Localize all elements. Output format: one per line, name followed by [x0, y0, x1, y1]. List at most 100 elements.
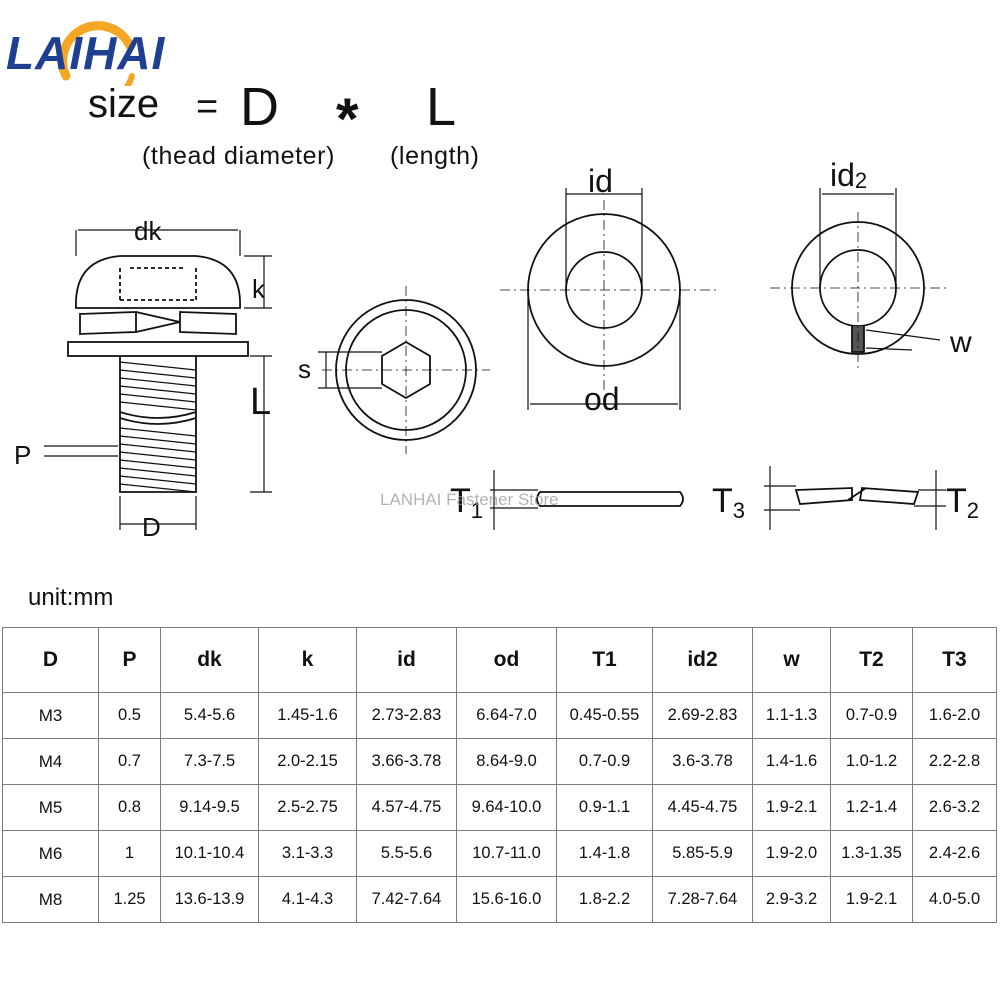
table-cell-p: 0.5 [98, 692, 161, 739]
column-header-d: D [2, 627, 99, 693]
unit-label: unit:mm [28, 584, 114, 611]
table-cell-id: 7.42-7.64 [356, 876, 457, 923]
screw-dimensions [44, 229, 272, 530]
column-header-dk: dk [160, 627, 259, 693]
table-cell-k: 1.45-1.6 [258, 692, 357, 739]
table-cell-id2: 3.6-3.78 [652, 738, 753, 785]
label-L: L [250, 381, 271, 423]
label-dk: dk [134, 216, 162, 246]
table-cell-k: 3.1-3.3 [258, 830, 357, 877]
label-od: od [584, 381, 620, 417]
table-cell-od: 15.6-16.0 [456, 876, 557, 923]
table-cell-dk: 13.6-13.9 [160, 876, 259, 923]
table-cell-t3: 2.4-2.6 [912, 830, 997, 877]
table-cell-id2: 2.69-2.83 [652, 692, 753, 739]
label-s: s [298, 354, 311, 384]
spring-washer-dimensions [819, 188, 941, 351]
table-cell-t3: 4.0-5.0 [912, 876, 997, 923]
table-cell-t2: 1.3-1.35 [830, 830, 913, 877]
column-header-t1: T1 [556, 627, 653, 693]
table-cell-od: 6.64-7.0 [456, 692, 557, 739]
table-cell-d: M4 [2, 738, 99, 785]
column-header-k: k [258, 627, 357, 693]
table-cell-id: 4.57-4.75 [356, 784, 457, 831]
table-cell-t3: 2.2-2.8 [912, 738, 997, 785]
table-cell-dk: 5.4-5.6 [160, 692, 259, 739]
table-cell-k: 2.5-2.75 [258, 784, 357, 831]
table-cell-id: 2.73-2.83 [356, 692, 457, 739]
table-cell-od: 9.64-10.0 [456, 784, 557, 831]
table-cell-k: 4.1-4.3 [258, 876, 357, 923]
label-k: k [252, 274, 266, 304]
label-T2: T2 [946, 482, 979, 523]
column-header-t3: T3 [912, 627, 997, 693]
table-cell-t1: 1.4-1.8 [556, 830, 653, 877]
t1-dimension [490, 470, 538, 530]
table-cell-dk: 7.3-7.5 [160, 738, 259, 785]
logo-arc-icon [58, 21, 135, 86]
table-cell-t2: 0.7-0.9 [830, 692, 913, 739]
label-id: id [588, 163, 613, 199]
flat-washer-dimensions [527, 188, 681, 410]
equals-sign: = [196, 86, 219, 128]
size-word: size [88, 82, 160, 126]
table-cell-dk: 9.14-9.5 [160, 784, 259, 831]
table-cell-id: 5.5-5.6 [356, 830, 457, 877]
label-id2: id2 [830, 157, 867, 193]
table-cell-t1: 0.9-1.1 [556, 784, 653, 831]
table-cell-t3: 1.6-2.0 [912, 692, 997, 739]
column-header-id2: id2 [652, 627, 753, 693]
column-header-p: P [98, 627, 161, 693]
table-cell-id2: 4.45-4.75 [652, 784, 753, 831]
column-header-od: od [456, 627, 557, 693]
table-cell-k: 2.0-2.15 [258, 738, 357, 785]
screw-head-top-view [322, 286, 490, 454]
screw-side-view [67, 255, 249, 493]
table-cell-id2: 5.85-5.9 [652, 830, 753, 877]
spring-washer-top-view [770, 212, 946, 368]
table-cell-w: 1.1-1.3 [752, 692, 831, 739]
spring-washer-side-view [794, 487, 920, 505]
table-cell-w: 1.9-2.0 [752, 830, 831, 877]
table-cell-d: M5 [2, 784, 99, 831]
table-cell-id: 3.66-3.78 [356, 738, 457, 785]
table-cell-t3: 2.6-3.2 [912, 784, 997, 831]
brand-logo: LAIHAI [6, 27, 166, 79]
table-cell-d: M3 [2, 692, 99, 739]
table-cell-w: 2.9-3.2 [752, 876, 831, 923]
label-w: w [949, 326, 972, 359]
table-cell-p: 1.25 [98, 876, 161, 923]
flat-washer-side-view [536, 491, 684, 507]
column-header-w: w [752, 627, 831, 693]
table-cell-p: 0.7 [98, 738, 161, 785]
column-header-t2: T2 [830, 627, 913, 693]
table-cell-p: 1 [98, 830, 161, 877]
table-cell-w: 1.4-1.6 [752, 738, 831, 785]
table-cell-t2: 1.9-2.1 [830, 876, 913, 923]
table-cell-od: 10.7-11.0 [456, 830, 557, 877]
table-cell-t1: 0.7-0.9 [556, 738, 653, 785]
fastener-drawing: dk k L P D s id od id2 w T1 T3 T2 [14, 157, 979, 542]
label-P: P [14, 440, 31, 470]
label-T3: T3 [712, 482, 745, 523]
table-cell-d: M8 [2, 876, 99, 923]
table-cell-t1: 0.45-0.55 [556, 692, 653, 739]
table-cell-od: 8.64-9.0 [456, 738, 557, 785]
table-cell-w: 1.9-2.1 [752, 784, 831, 831]
hex-dimension [318, 351, 382, 389]
d-symbol: D [240, 77, 279, 137]
table-cell-t2: 1.2-1.4 [830, 784, 913, 831]
label-D: D [142, 512, 161, 542]
table-cell-p: 0.8 [98, 784, 161, 831]
table-cell-id2: 7.28-7.64 [652, 876, 753, 923]
l-symbol: L [426, 77, 457, 137]
table-cell-d: M6 [2, 830, 99, 877]
table-cell-t1: 1.8-2.2 [556, 876, 653, 923]
